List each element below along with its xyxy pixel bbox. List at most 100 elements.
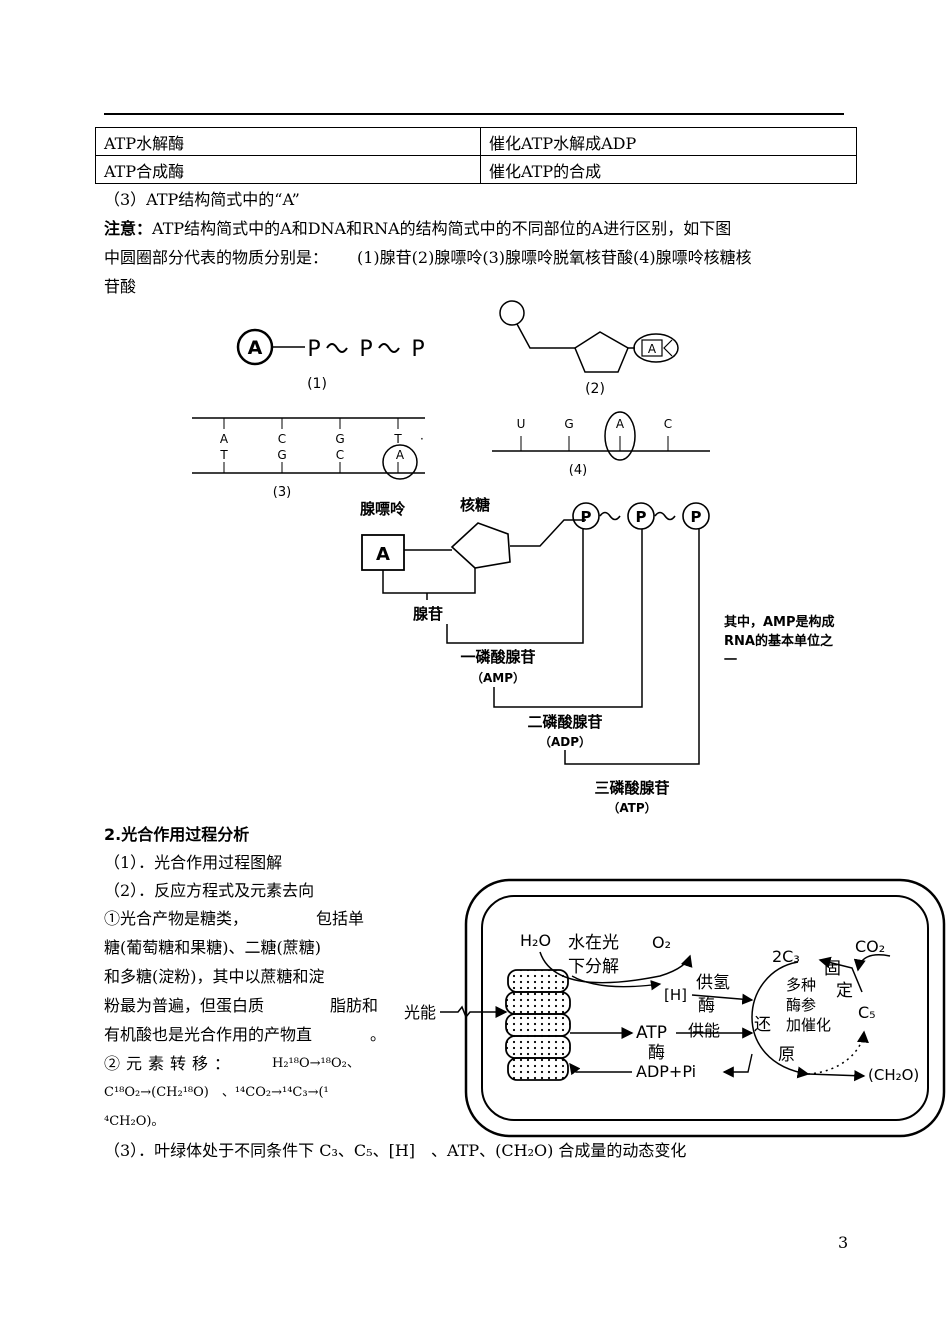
amp-abbr: （AMP） bbox=[471, 670, 525, 685]
svg-text:A: A bbox=[616, 417, 625, 431]
adenine-label: 腺嘌呤 bbox=[360, 500, 406, 518]
adp-pi-label: ADP+Pi bbox=[636, 1062, 696, 1081]
section-heading: （3）ATP结构简式中的“A” bbox=[104, 190, 300, 209]
reduce-label-2: 原 bbox=[778, 1045, 795, 1065]
supply-h-2: 酶 bbox=[698, 996, 715, 1016]
co2-label: CO₂ bbox=[855, 937, 885, 956]
svg-text:G: G bbox=[277, 448, 286, 462]
supply-energy-label: 供能 bbox=[688, 1021, 720, 1040]
c5-label: C₅ bbox=[858, 1003, 876, 1022]
note-text: ATP结构简式中的A和DNA和RNA的结构简式中的不同部位的A进行区别，如下图 bbox=[152, 219, 732, 238]
water-split-2: 下分解 bbox=[568, 957, 619, 977]
grana-stack bbox=[505, 969, 571, 1081]
amp-note-2: RNA的基本单位之 bbox=[724, 633, 833, 649]
supply-h-1: 供氢 bbox=[696, 973, 730, 993]
note-line-2a: 中圆圈部分代表的物质分别是： bbox=[104, 248, 329, 267]
adenosine-label: 腺苷 bbox=[413, 605, 443, 623]
adenine-letter: A bbox=[248, 337, 263, 359]
note-label: 注意： bbox=[104, 219, 153, 238]
structure-4: U G A C (4) bbox=[492, 411, 710, 478]
phosphate-3: P bbox=[411, 337, 424, 362]
svg-text:A: A bbox=[396, 448, 405, 462]
header-rule bbox=[104, 113, 844, 115]
table-cell: 催化ATP水解成ADP bbox=[480, 127, 857, 156]
para-line-4a: 粉最为普遍，但蛋白质 bbox=[104, 996, 265, 1015]
atp-label: 三磷酸腺苷 bbox=[594, 779, 669, 797]
h-label: [H] bbox=[664, 986, 687, 1004]
c3-label: 2C₃ bbox=[772, 947, 800, 966]
svg-text:G: G bbox=[564, 417, 573, 431]
phosphate-2: P bbox=[359, 337, 372, 362]
amp-note-3: 一 bbox=[724, 653, 737, 668]
table-cell: ATP合成酶 bbox=[95, 155, 481, 184]
caption-1: (1) bbox=[307, 376, 327, 392]
structure-3: A C G T · T G C A (3) bbox=[192, 417, 425, 500]
a-structures-figure: A P P P (1) A (2) A C G T · T G C A bbox=[192, 300, 710, 500]
para-line-5a: 有机酸也是光合作用的产物直 bbox=[104, 1025, 313, 1044]
atp-abbr: （ATP） bbox=[607, 800, 656, 815]
enzyme-label: 酶 bbox=[648, 1043, 665, 1063]
amp-label: 一磷酸腺苷 bbox=[460, 648, 535, 666]
para-line-3: 和多糖(淀粉)，其中以蔗糖和淀 bbox=[104, 967, 325, 986]
adp-abbr: （ADP） bbox=[539, 734, 591, 749]
amp-note-1: 其中，AMP是构成 bbox=[724, 614, 835, 630]
enzyme-note-3: 加催化 bbox=[786, 1016, 831, 1034]
phosphate-3: P bbox=[691, 508, 702, 526]
enzyme-note-1: 多种 bbox=[786, 976, 816, 994]
adp-label: 二磷酸腺苷 bbox=[527, 713, 602, 731]
table-cell: 催化ATP的合成 bbox=[480, 155, 857, 184]
phosphate-1: P bbox=[581, 508, 592, 526]
formula-1: H₂¹⁸O→¹⁸O₂、 bbox=[272, 1056, 360, 1071]
svg-text:C: C bbox=[336, 448, 344, 462]
water-split-1: 水在光 bbox=[568, 933, 619, 953]
item-1: （1）．光合作用过程图解 bbox=[104, 853, 283, 872]
para-line-6: ②元素转移： bbox=[104, 1054, 237, 1073]
svg-text:A: A bbox=[220, 432, 229, 446]
page-number: 3 bbox=[838, 1233, 849, 1252]
svg-text:C: C bbox=[664, 417, 672, 431]
caption-4: (4) bbox=[569, 463, 587, 478]
light-label: 光能 bbox=[404, 1003, 436, 1022]
structure-1: A P P P (1) bbox=[236, 328, 425, 392]
phosphate-2: P bbox=[636, 508, 647, 526]
para-line-1a: ①光合产物是糖类， bbox=[104, 909, 249, 928]
note-line-3: 苷酸 bbox=[104, 277, 137, 296]
para-line-2: 糖(葡萄糖和果糖)、二糖(蔗糖) bbox=[104, 938, 321, 957]
para-line-4b: 脂肪和 bbox=[330, 996, 379, 1015]
para-line-5b: 。 bbox=[370, 1025, 387, 1044]
para-line-1b: 包括单 bbox=[316, 909, 365, 928]
ribose-label: 核糖 bbox=[460, 496, 490, 514]
ch2o-label: (CH₂O) bbox=[868, 1066, 919, 1084]
svg-text:G: G bbox=[335, 432, 344, 446]
atp-label: ATP bbox=[636, 1023, 667, 1043]
caption-3: (3) bbox=[273, 485, 291, 500]
section-2-title: 2.光合作用过程分析 bbox=[104, 825, 250, 844]
svg-text:·: · bbox=[420, 432, 424, 446]
formula-3: ⁴CH₂O)。 bbox=[104, 1114, 165, 1129]
enzyme-note-2: 酶参 bbox=[786, 996, 816, 1014]
item-2: （2）．反应方程式及元素去向 bbox=[104, 881, 315, 900]
enzyme-table: ATP水解酶 催化ATP水解成ADP ATP合成酶 催化ATP的合成 bbox=[95, 127, 857, 184]
o2-label: O₂ bbox=[652, 933, 671, 952]
table-row: ATP合成酶 催化ATP的合成 bbox=[95, 155, 857, 184]
formula-2: C¹⁸O₂→(CH₂¹⁸O) 、¹⁴CO₂→¹⁴C₃→(¹ bbox=[104, 1085, 329, 1100]
h2o-label: H₂O bbox=[520, 931, 551, 950]
phosphate-1: P bbox=[307, 337, 320, 362]
atp-structure-figure: 腺嘌呤 核糖 A P P P 腺苷 一磷酸腺苷 （AMP） 二磷酸腺苷 （ADP… bbox=[360, 496, 835, 815]
svg-text:T: T bbox=[393, 432, 402, 446]
fix-label-1: 固 bbox=[824, 959, 841, 979]
svg-text:U: U bbox=[517, 417, 526, 431]
svg-text:T: T bbox=[219, 448, 228, 462]
svg-text:C: C bbox=[278, 432, 286, 446]
table-row: ATP水解酶 催化ATP水解成ADP bbox=[95, 127, 857, 156]
item-3: （3）．叶绿体处于不同条件下 C₃、C₅、[H] 、ATP、(CH₂O) 合成量… bbox=[104, 1141, 687, 1160]
note-line-2b: (1)腺苷(2)腺嘌呤(3)腺嘌呤脱氧核苷酸(4)腺嘌呤核糖核 bbox=[357, 248, 752, 267]
reduce-label-1: 还 bbox=[754, 1015, 771, 1035]
adenine-letter: A bbox=[376, 544, 390, 565]
caption-2: (2) bbox=[585, 381, 605, 397]
structure-2: A (2) bbox=[499, 300, 679, 397]
note-line-1: 注意：ATP结构简式中的A和DNA和RNA的结构简式中的不同部位的A进行区别，如… bbox=[104, 215, 731, 243]
adenine-letter: A bbox=[648, 342, 657, 356]
table-cell: ATP水解酶 bbox=[95, 127, 481, 156]
fix-label-2: 定 bbox=[836, 981, 853, 1001]
